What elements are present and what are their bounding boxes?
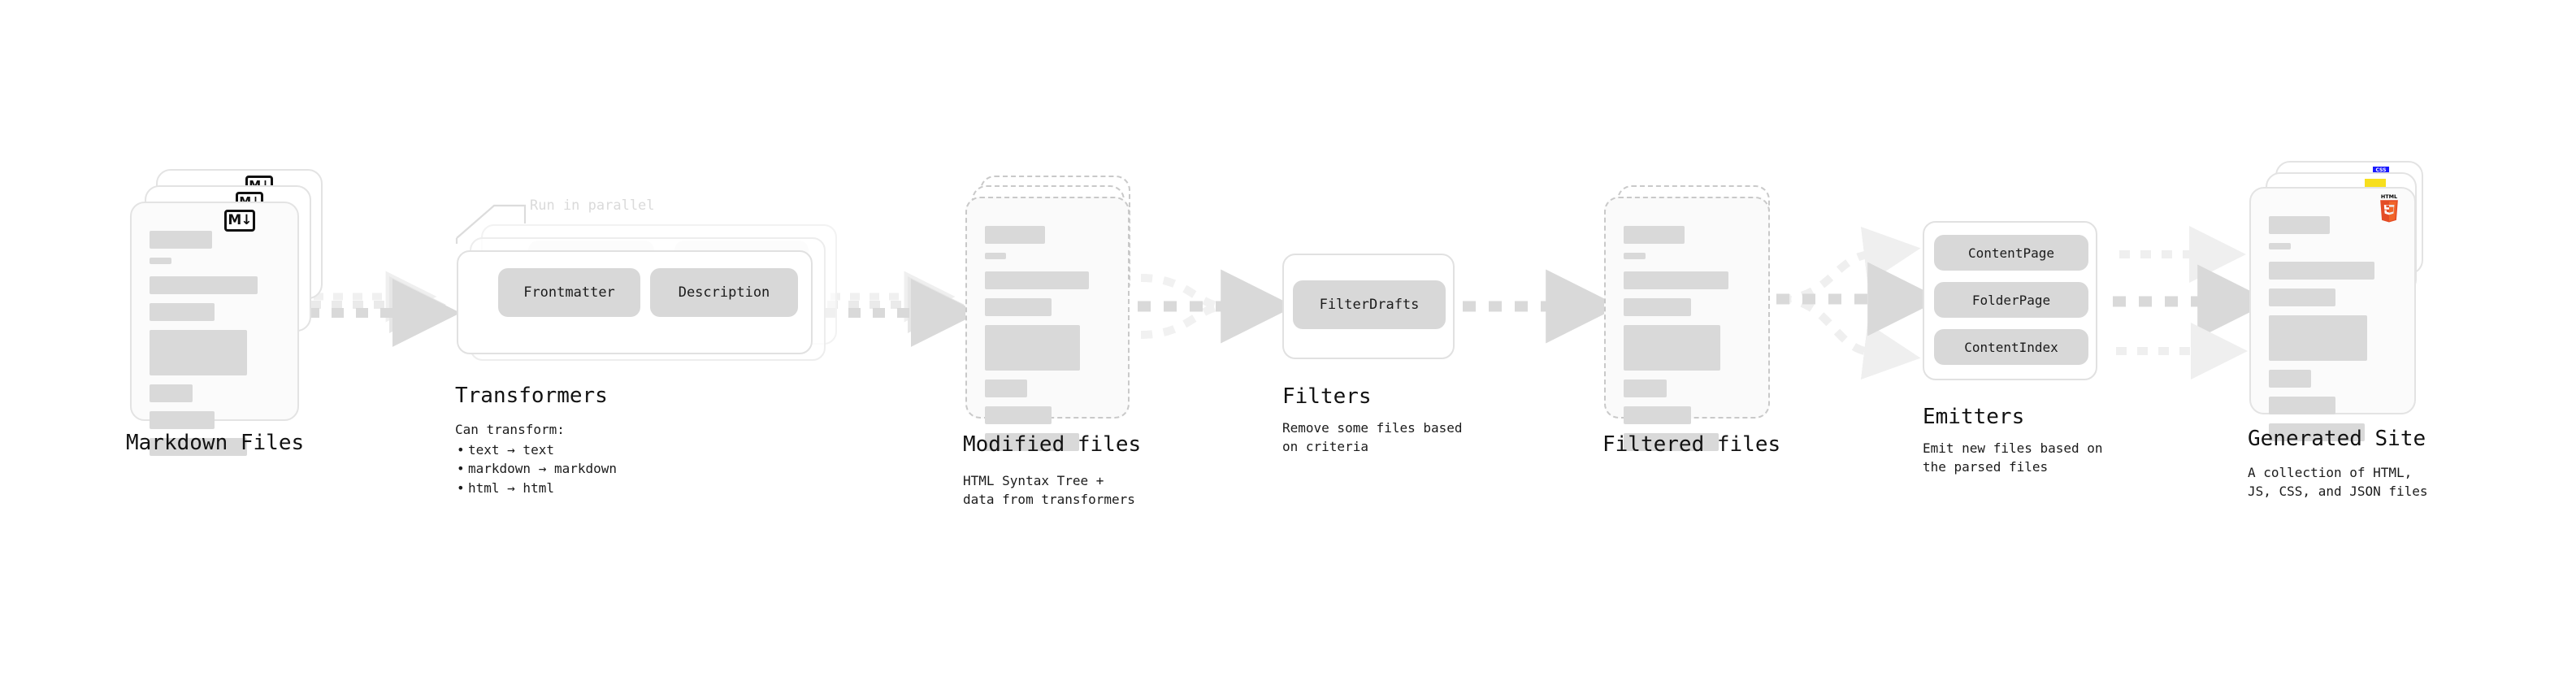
stage-title-filtered-files: Filtered files [1602, 432, 1781, 457]
line-body [1624, 325, 1720, 371]
line-heading [2269, 216, 2331, 234]
line-body [2269, 288, 2335, 306]
card-content-lines [985, 226, 1110, 460]
line-body [2269, 370, 2311, 388]
transform-bullet: markdown → markdown [455, 459, 617, 478]
line-body [150, 384, 193, 402]
line-heading [985, 226, 1045, 244]
stage-title-emitters: Emitters [1923, 405, 2025, 429]
stage-title-markdown-files: Markdown Files [126, 431, 305, 455]
line-body [1624, 380, 1667, 397]
line-body [1624, 433, 1719, 451]
modified-file-card-front[interactable] [965, 197, 1130, 451]
line-sub [2269, 243, 2291, 249]
filtered-file-card-front[interactable] [1604, 197, 1770, 451]
arrow-modified-to-filters [1138, 269, 1295, 344]
card-content-lines [1624, 226, 1750, 460]
line-body [2269, 423, 2365, 441]
line-body [150, 438, 247, 456]
stage-title-generated-site: Generated Site [2248, 427, 2426, 451]
line-heading [1624, 226, 1685, 244]
generated-site-description: A collection of HTML, JS, CSS, and JSON … [2248, 463, 2428, 501]
markdown-icon: M↓ [224, 210, 255, 232]
line-body [985, 325, 1081, 371]
svg-text:HTML: HTML [2381, 193, 2397, 200]
desc-line: data from transformers [963, 492, 1135, 508]
arrow-filtered-to-emitters [1776, 226, 1942, 380]
emitter-chip-contentindex[interactable]: ContentIndex [1934, 329, 2088, 365]
filter-chip-filterdrafts[interactable]: FilterDrafts [1293, 280, 1446, 329]
line-body [2269, 397, 2335, 414]
filters-description: Remove some files based on criteria [1282, 419, 1463, 456]
desc-line: JS, CSS, and JSON files [2248, 484, 2428, 500]
desc-line: the parsed files [1923, 459, 2049, 475]
line-body [1624, 271, 1729, 289]
line-body [2269, 262, 2375, 280]
transform-bullet: html → html [455, 479, 617, 497]
line-sub [985, 253, 1007, 259]
desc-line: HTML Syntax Tree + [963, 473, 1104, 488]
transformer-chip-frontmatter[interactable]: Frontmatter [498, 268, 640, 317]
transform-bullet-list: text → text markdown → markdown html → h… [455, 440, 617, 497]
line-sub [1624, 253, 1646, 259]
emitter-chip-folderpage[interactable]: FolderPage [1934, 282, 2088, 318]
line-body [985, 298, 1052, 316]
line-sub [150, 258, 172, 264]
transform-bullet: text → text [455, 440, 617, 459]
line-body [150, 330, 247, 375]
site-file-card-front[interactable] [2249, 187, 2416, 441]
line-body [985, 406, 1052, 424]
run-in-parallel-label: Run in parallel [530, 197, 655, 214]
line-body [985, 433, 1079, 451]
line-body [1624, 406, 1691, 424]
desc-line: A collection of HTML, [2248, 465, 2413, 480]
line-body [150, 303, 215, 321]
arrow-emitters-to-site [2113, 226, 2272, 380]
line-body [2269, 315, 2367, 361]
can-transform-label: Can transform: [455, 422, 565, 437]
transformer-chip-description[interactable]: Description [650, 268, 798, 317]
desc-line: on criteria [1282, 439, 1368, 455]
desc-line: Emit new files based on [1923, 440, 2103, 456]
line-body [1624, 298, 1691, 316]
card-content-lines [2269, 216, 2396, 450]
stage-title-transformers: Transformers [455, 384, 608, 408]
card-content-lines [150, 231, 280, 465]
stage-title-filters: Filters [1282, 384, 1372, 409]
stage-title-modified-files: Modified files [963, 432, 1142, 457]
desc-line: Remove some files based [1282, 420, 1463, 436]
line-body [985, 271, 1089, 289]
line-body [150, 276, 258, 294]
arrow-transformers-to-modified [824, 271, 979, 347]
emitters-description: Emit new files based on the parsed files [1923, 439, 2103, 476]
html5-icon: HTML [2377, 193, 2401, 226]
line-heading [150, 231, 212, 249]
modified-files-description: HTML Syntax Tree + data from transformer… [963, 471, 1135, 509]
line-body [150, 411, 215, 429]
line-body [985, 380, 1028, 397]
emitter-chip-contentpage[interactable]: ContentPage [1934, 235, 2088, 271]
markdown-file-card-front[interactable] [130, 202, 299, 456]
transformers-description: Can transform: text → text markdown → ma… [455, 420, 617, 497]
css-icon: CSS [2373, 167, 2389, 174]
arrow-md-to-transformers [307, 271, 461, 347]
